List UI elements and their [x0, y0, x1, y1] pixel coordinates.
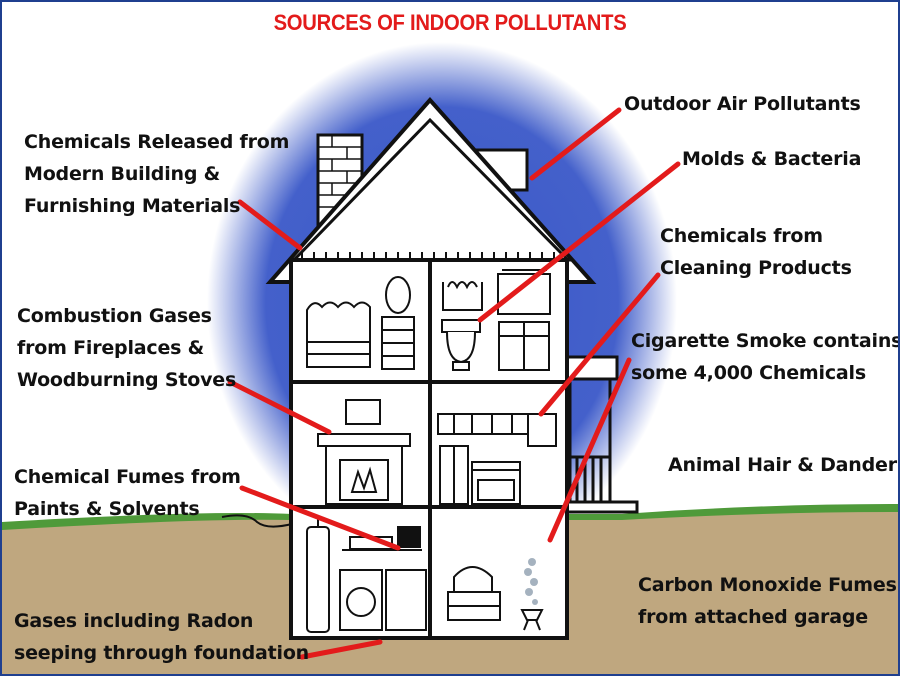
bath-cabinet — [498, 321, 550, 371]
label-chemical-fumes: Chemical Fumes from Paints & Solvents — [14, 466, 241, 520]
pointer-chemicals-building — [237, 199, 303, 251]
pointer-outdoor-air — [529, 107, 622, 181]
pointer-cleaning-products — [538, 272, 661, 417]
label-chemicals-building: Chemicals Released from Modern Building … — [24, 131, 290, 217]
pointer-molds — [477, 161, 681, 323]
fireplace-icon — [317, 399, 411, 505]
label-carbon-monoxide: Carbon Monoxide Fumes from attached gara… — [638, 574, 897, 628]
label-molds: Molds & Bacteria — [682, 148, 862, 170]
washer-icon — [339, 569, 427, 631]
pointer-chemical-fumes — [239, 485, 401, 551]
page-title: SOURCES OF INDOOR POLLUTANTS — [273, 10, 627, 35]
water-heater-icon — [306, 517, 330, 633]
bed-icon — [306, 301, 371, 368]
label-outdoor-air: Outdoor Air Pollutants — [624, 93, 861, 115]
pointer-radon — [299, 639, 383, 660]
bathtub-icon — [442, 269, 551, 315]
label-radon: Gases including Radon seeping through fo… — [14, 610, 310, 664]
kitchen-cabinets-icon — [437, 413, 557, 505]
label-animal-hair: Animal Hair & Dander — [668, 454, 897, 476]
smoke-puffs — [524, 558, 538, 605]
armchair-icon — [447, 566, 544, 631]
pointer-cigarette-smoke — [547, 357, 632, 543]
pointer-combustion-gases — [227, 379, 332, 435]
label-cigarette-smoke: Cigarette Smoke contains some 4,000 Chem… — [631, 330, 900, 384]
dresser-icon — [381, 276, 415, 370]
label-cleaning-products: Chemicals from Cleaning Products — [660, 225, 852, 279]
label-combustion-gases: Combustion Gases from Fireplaces & Woodb… — [17, 305, 237, 391]
stove-icon — [471, 461, 521, 505]
toilet-icon — [441, 319, 481, 371]
